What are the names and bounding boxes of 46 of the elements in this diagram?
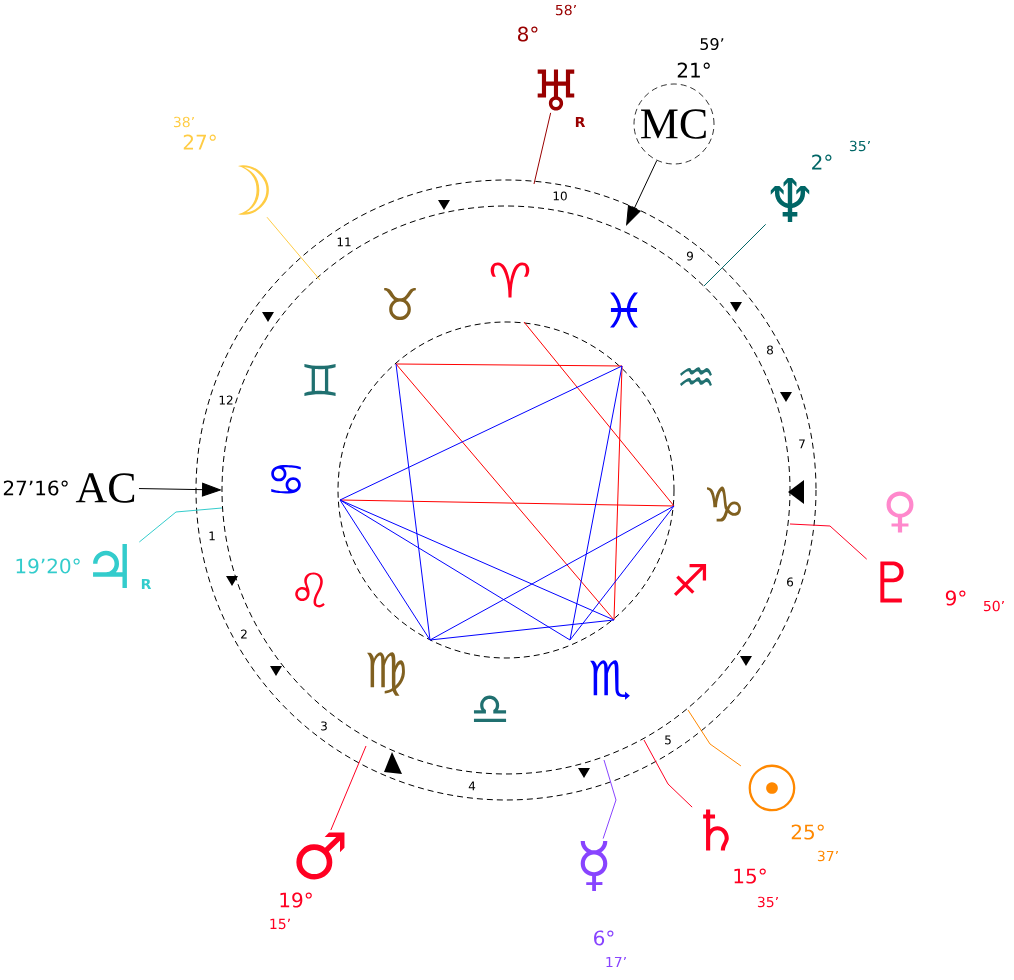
planet-glyph: ♂ [296, 832, 345, 880]
zodiac-glyph: ♎ [473, 695, 507, 723]
planet-glyph: ♇ [880, 561, 904, 603]
leader-line [602, 759, 617, 840]
zodiac-glyph: ♍ [367, 652, 405, 696]
zodiac-glyph: ♈ [490, 262, 530, 298]
degree-label: 19° [280, 892, 312, 908]
degree-label: 59’ [700, 37, 724, 51]
leader-line [687, 709, 742, 767]
zodiac-glyph: ♏ [590, 660, 630, 700]
degree-label: 6° [594, 930, 614, 946]
planet-glyph: ♆ [770, 178, 810, 222]
planet-glyph: ☽ [237, 165, 269, 215]
angle-label: AC [75, 473, 135, 503]
planet-glyph: ♅ [537, 69, 575, 111]
zodiac-glyph: ♐ [673, 563, 707, 597]
degree-label: 8° [518, 26, 538, 42]
degree-label: 9° [945, 590, 966, 606]
zodiac-glyph: ♒ [680, 367, 712, 386]
leader-line [533, 112, 552, 185]
planet-glyph: ♃ [93, 544, 127, 588]
zodiac-glyph: ♋ [271, 465, 301, 494]
leader-line [703, 223, 767, 287]
degree-label: 2° [812, 154, 832, 170]
zodiac-glyph: ♌ [295, 572, 325, 608]
leader-line [330, 745, 367, 831]
leader-line [789, 523, 868, 560]
zodiac-glyph: ♓ [610, 292, 638, 328]
degree-label: 27° [183, 134, 216, 150]
zodiac-glyph: ♉ [384, 287, 416, 321]
degree-label: 19’20° [16, 558, 80, 574]
planet-glyph: ☿ [580, 841, 608, 891]
zodiac-glyph: ♑ [706, 486, 741, 522]
leader-line [138, 507, 223, 543]
planet-glyph: ♄ [703, 809, 729, 851]
degree-label: 15° [734, 868, 766, 884]
leader-line [266, 216, 321, 281]
arrow [626, 160, 658, 226]
leader-line [643, 739, 693, 808]
planet-glyph: ☉ [748, 764, 796, 812]
degree-label: 21° [677, 62, 710, 78]
planet-glyph: ♀ [886, 491, 914, 533]
degree-label: 25° [791, 824, 824, 840]
zodiac-glyph: ♊ [304, 363, 336, 397]
degree-label: 27’16° [3, 480, 68, 496]
arrow [138, 482, 221, 497]
